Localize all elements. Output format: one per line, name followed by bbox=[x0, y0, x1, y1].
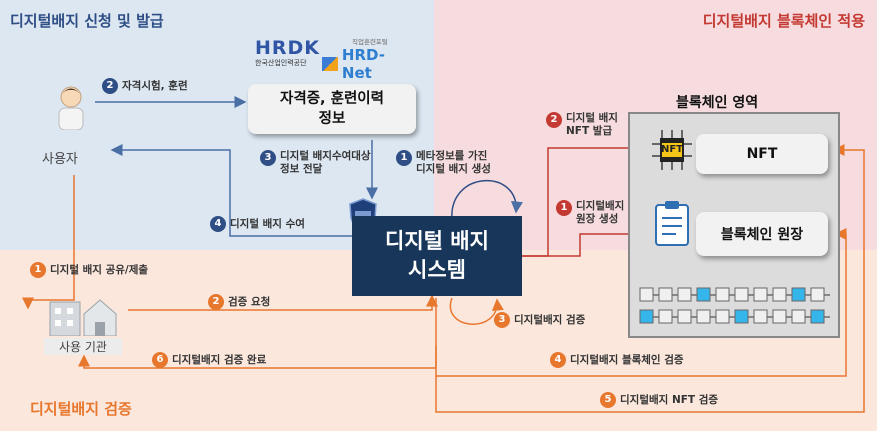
step-meta-num: 1 bbox=[396, 150, 412, 166]
step-request-num: 2 bbox=[208, 294, 224, 310]
hrdk-logo: HRDK 한국산업인력공단 bbox=[255, 37, 321, 68]
chain-block bbox=[658, 287, 673, 302]
step-ledger-create-num: 1 bbox=[556, 200, 572, 216]
step-done: 6 디지털배지 검증 완료 bbox=[152, 352, 266, 368]
chain-block bbox=[810, 309, 825, 324]
chain-block bbox=[772, 309, 787, 324]
step-done-label: 디지털배지 검증 완료 bbox=[172, 354, 267, 366]
step-transfer-num: 3 bbox=[260, 150, 276, 166]
step-chain-verify: 4 디지털배지 블록체인 검증 bbox=[550, 352, 684, 368]
issuance-title: 디지털배지 신청 및 발급 bbox=[10, 12, 164, 30]
chain-block bbox=[696, 309, 711, 324]
system-label: 디지털 배지 시스템 bbox=[385, 229, 489, 282]
hrdk-logo-text: HRDK bbox=[255, 37, 321, 59]
step-award-num: 4 bbox=[210, 216, 226, 232]
step-ledger-create-label: 디지털배지 원장 생성 bbox=[576, 200, 625, 225]
hrdnet-mark-icon bbox=[322, 57, 338, 71]
step-meta-label: 메타정보를 가진 디지털 배지 생성 bbox=[416, 150, 491, 175]
loop-verify bbox=[449, 297, 504, 325]
chain-block bbox=[696, 287, 711, 302]
institution-building-icon bbox=[44, 292, 120, 337]
arrow-request bbox=[128, 294, 438, 311]
nft-chip-icon bbox=[650, 128, 694, 172]
step-share-num: 1 bbox=[30, 262, 46, 278]
step-award: 4 디지털 배지 수여 bbox=[210, 216, 305, 232]
chain-block bbox=[658, 309, 673, 324]
step-exam-label: 자격시험, 훈련 bbox=[122, 80, 188, 92]
arrow-award bbox=[110, 144, 355, 237]
digital-badge-system: 디지털 배지 시스템 bbox=[352, 216, 522, 296]
hrdnet-logo: 직업훈련포털 HRD-Net bbox=[322, 36, 400, 82]
step-nft-verify: 5 디지털배지 NFT 검증 bbox=[600, 392, 718, 408]
chain-block bbox=[810, 287, 825, 302]
cert-info-card: 자격증, 훈련이력 정보 bbox=[248, 84, 416, 134]
step-chain-verify-label: 디지털배지 블록체인 검증 bbox=[570, 354, 684, 366]
hrdnet-logo-small: 직업훈련포털 bbox=[352, 38, 388, 46]
step-share-label: 디지털 배지 공유/제출 bbox=[50, 264, 149, 276]
arrow-chain-verify bbox=[435, 228, 847, 377]
loop-meta bbox=[451, 179, 523, 221]
step-nft-verify-label: 디지털배지 NFT 검증 bbox=[620, 394, 719, 406]
step-award-label: 디지털 배지 수여 bbox=[230, 218, 305, 230]
step-verify: 3 디지털배지 검증 bbox=[494, 312, 585, 328]
chain-block bbox=[677, 287, 692, 302]
cert-info-label: 자격증, 훈련이력 정보 bbox=[280, 91, 384, 127]
ledger-card: 블록체인 원장 bbox=[696, 212, 828, 256]
arrow-ledger bbox=[521, 228, 642, 257]
chain-block bbox=[639, 309, 654, 324]
step-request: 2 검증 요청 bbox=[208, 294, 270, 310]
chain-block bbox=[715, 287, 730, 302]
nft-card: NFT bbox=[696, 134, 828, 174]
chain-blocks-icon bbox=[639, 287, 830, 324]
nft-label: NFT bbox=[746, 146, 778, 162]
verification-title: 디지털배지 검증 bbox=[30, 400, 132, 418]
user-avatar-icon bbox=[54, 82, 88, 131]
ledger-label: 블록체인 원장 bbox=[720, 227, 804, 243]
nft-chip-label: NFT bbox=[660, 144, 684, 155]
chain-block bbox=[715, 309, 730, 324]
step-verify-num: 3 bbox=[494, 312, 510, 328]
step-request-label: 검증 요청 bbox=[228, 296, 271, 308]
step-exam: 2 자격시험, 훈련 bbox=[102, 78, 188, 94]
step-exam-num: 2 bbox=[102, 78, 118, 94]
step-done-num: 6 bbox=[152, 352, 168, 368]
chain-block bbox=[772, 287, 787, 302]
step-nft-verify-num: 5 bbox=[600, 392, 616, 408]
step-verify-label: 디지털배지 검증 bbox=[514, 314, 586, 326]
chain-block bbox=[753, 287, 768, 302]
chain-block bbox=[639, 287, 654, 302]
hrdnet-logo-text: HRD-Net bbox=[341, 46, 385, 82]
arrow-done bbox=[78, 298, 437, 369]
blockchain-area-title: 블록체인 영역 bbox=[676, 95, 759, 111]
institution-label: 사용 기관 bbox=[44, 338, 122, 355]
arrow-share bbox=[22, 175, 75, 310]
step-transfer-label: 디지털 배지수여대상 정보 전달 bbox=[280, 150, 371, 175]
step-nft-issue-num: 2 bbox=[546, 112, 562, 128]
chain-block bbox=[791, 287, 806, 302]
hrdk-logo-sub: 한국산업인력공단 bbox=[255, 59, 307, 67]
blockchain-title: 디지털배지 블록체인 적용 bbox=[702, 12, 865, 30]
chain-block bbox=[734, 287, 749, 302]
chain-block bbox=[791, 309, 806, 324]
chain-block bbox=[734, 309, 749, 324]
step-nft-issue-label: 디지털 배지 NFT 발급 bbox=[566, 112, 618, 137]
chain-block bbox=[753, 309, 768, 324]
step-share: 1 디지털 배지 공유/제출 bbox=[30, 262, 148, 278]
ledger-clipboard-icon bbox=[654, 200, 690, 246]
arrow-nft-verify bbox=[435, 144, 865, 413]
user-label: 사용자 bbox=[42, 152, 78, 167]
chain-block bbox=[677, 309, 692, 324]
step-chain-verify-num: 4 bbox=[550, 352, 566, 368]
